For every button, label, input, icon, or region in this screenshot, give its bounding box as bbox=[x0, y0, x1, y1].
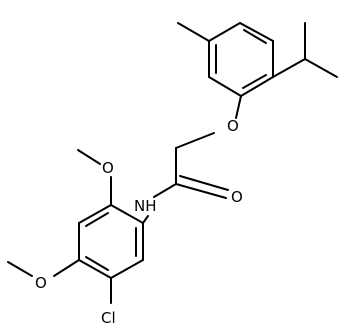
methoxy-top-oxygen-label: O bbox=[102, 159, 114, 177]
amide-nitrogen-label: NH bbox=[134, 197, 157, 215]
carbonyl-nitrogen-bond bbox=[153, 183, 177, 198]
bond bbox=[53, 259, 80, 277]
isopropyl-group bbox=[272, 22, 338, 78]
bond bbox=[78, 204, 112, 224]
ether-oxygen-label: O bbox=[227, 117, 239, 135]
bond bbox=[208, 76, 242, 97]
chlorine-label: Cl bbox=[101, 309, 116, 327]
methoxy-bottom bbox=[7, 259, 80, 277]
bond bbox=[110, 204, 144, 224]
methyl-bond bbox=[177, 22, 210, 42]
double-bond-inner bbox=[242, 74, 267, 89]
bond bbox=[179, 175, 229, 191]
methoxy-bottom-oxygen-label: O bbox=[35, 274, 47, 292]
bond bbox=[175, 183, 227, 199]
bond bbox=[208, 22, 241, 42]
methoxy-top bbox=[77, 149, 112, 206]
bond bbox=[78, 259, 112, 279]
carbonyl-double-bond bbox=[175, 175, 229, 199]
upper-benzene-ring bbox=[208, 22, 274, 97]
double-bond-inner bbox=[85, 212, 109, 227]
bond bbox=[110, 259, 144, 279]
lower-benzene-ring bbox=[78, 204, 144, 279]
nitrogen-aryl-bond bbox=[142, 215, 149, 224]
bond bbox=[304, 58, 338, 78]
aryl-oxygen-bond bbox=[235, 95, 242, 119]
carbonyl-oxygen-label: O bbox=[231, 188, 243, 206]
double-bond-inner bbox=[85, 256, 109, 271]
bond bbox=[240, 76, 274, 97]
bond bbox=[239, 22, 274, 42]
bond bbox=[272, 58, 306, 78]
oxygen-ch2-bond bbox=[175, 132, 215, 149]
bond bbox=[7, 261, 33, 277]
bond bbox=[77, 149, 101, 165]
double-bond-inner bbox=[243, 29, 267, 44]
